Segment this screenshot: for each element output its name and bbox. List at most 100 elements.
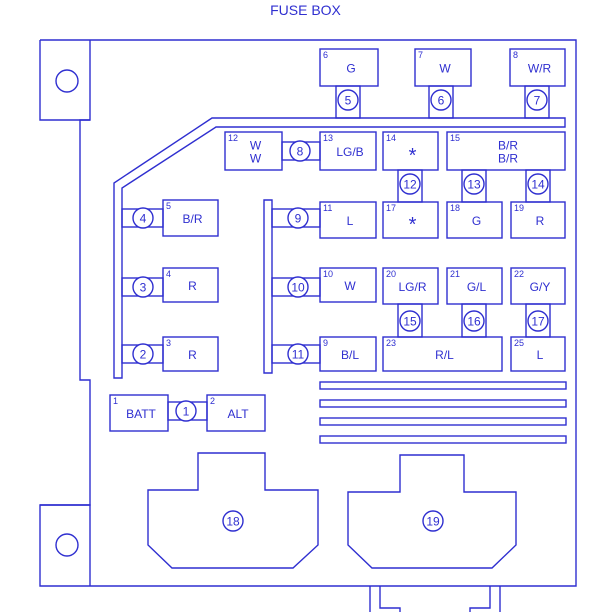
fuse-holder <box>335 85 361 119</box>
connector-label: ALT <box>227 407 249 421</box>
fuse-circle <box>463 173 485 195</box>
connector-number: 19 <box>514 203 524 213</box>
connector-number: 9 <box>323 338 328 348</box>
relay-block-19 <box>347 454 517 569</box>
connector-15: 15B/RB/R <box>446 131 566 171</box>
fuse-10: 10 <box>271 276 321 298</box>
connector-6: 6G <box>319 48 379 87</box>
fuse-17: 17 <box>525 303 551 338</box>
fuse-5: 5 <box>335 85 361 119</box>
bottom-connector-lugs <box>369 586 501 612</box>
connector-number: 3 <box>166 338 171 348</box>
connector-label: B/R <box>498 152 518 166</box>
fuse-11: 11 <box>271 343 321 365</box>
fuse-holder <box>461 303 487 338</box>
connector-label: * <box>409 145 417 167</box>
fuse-circle <box>287 207 309 229</box>
fuse-circle <box>287 276 309 298</box>
fuse-15: 15 <box>397 303 423 338</box>
fuse-1: 1 <box>167 400 208 422</box>
connector-5: 5B/R <box>162 199 219 237</box>
connector-label: L <box>347 214 354 228</box>
fuse-number: 12 <box>403 178 417 192</box>
connector-10: 10W <box>319 267 377 303</box>
fuse-number: 4 <box>140 212 147 226</box>
fuse-circle <box>399 173 421 195</box>
fuse-holder <box>524 85 550 119</box>
connector-25: 25L <box>510 336 566 372</box>
fuse-holder <box>461 169 487 203</box>
fuse-circle <box>337 89 359 111</box>
mount-tab-top <box>39 40 90 121</box>
fuse-holder <box>428 85 454 119</box>
fuse-number: 15 <box>403 315 417 329</box>
fuse-16: 16 <box>461 303 487 338</box>
connector-number: 10 <box>323 269 333 279</box>
connector-label: R <box>536 214 545 228</box>
fuse-number: 6 <box>438 94 445 108</box>
connector-label: L <box>537 348 544 362</box>
connector-label: W <box>250 139 262 153</box>
fuse-circle <box>287 343 309 365</box>
bus-strip <box>319 381 567 390</box>
fuse-18: 18 <box>222 510 244 532</box>
fuse-circle <box>175 400 197 422</box>
fuse-circle <box>132 207 154 229</box>
fuse-number: 11 <box>292 348 305 362</box>
mount-tab-bottom <box>40 504 91 586</box>
fuse-number: 10 <box>291 281 305 295</box>
fuse-number: 9 <box>295 212 302 226</box>
connector-17: 17* <box>382 201 439 239</box>
connector-9: 9B/L <box>319 336 377 372</box>
fuse-number: 5 <box>345 94 352 108</box>
connector-21: 21G/L <box>446 267 503 305</box>
fuse-number: 7 <box>534 94 541 108</box>
fuse-2: 2 <box>121 343 164 365</box>
connector-label: B/R <box>498 139 518 153</box>
fuse-circle <box>289 140 311 162</box>
connector-label: LG/R <box>398 280 426 294</box>
fuse-number: 16 <box>467 315 481 329</box>
fuse-holder <box>397 169 423 203</box>
connector-label: R <box>188 348 197 362</box>
connector-box <box>382 336 503 372</box>
connector-label: G/Y <box>530 280 551 294</box>
bus-strip <box>319 417 567 426</box>
fuse-9: 9 <box>271 207 321 229</box>
connector-label: B/R <box>182 212 202 226</box>
fuse-number: 14 <box>531 178 545 192</box>
connector-number: 13 <box>323 133 333 143</box>
connector-label: G <box>472 214 481 228</box>
connector-8: 8W/R <box>509 48 566 87</box>
connector-22: 22G/Y <box>510 267 566 305</box>
fuse-number: 13 <box>467 178 481 192</box>
bus-strip <box>319 399 567 408</box>
fuse-circle <box>132 343 154 365</box>
fuse-circle <box>222 510 244 532</box>
connector-4: 4R <box>162 267 219 303</box>
connector-number: 5 <box>166 201 171 211</box>
connector-number: 25 <box>514 338 524 348</box>
fuse-4: 4 <box>121 207 164 229</box>
connector-group: 1BATT2ALT3R4R5B/R6G7W8W/R9B/L10W11L12WW1… <box>109 48 566 432</box>
connector-label: R <box>188 279 197 293</box>
connector-number: 6 <box>323 50 328 60</box>
connector-number: 21 <box>450 269 460 279</box>
connector-label: * <box>409 214 417 236</box>
connector-18: 18G <box>446 201 503 239</box>
connector-number: 22 <box>514 269 524 279</box>
bus-bar-main <box>113 117 566 379</box>
fuse-8: 8 <box>281 140 321 162</box>
connector-19: 19R <box>510 201 566 239</box>
connector-number: 4 <box>166 269 171 279</box>
fuse-box-housing <box>39 39 577 612</box>
fuse-number: 2 <box>140 348 147 362</box>
connector-number: 8 <box>513 50 518 60</box>
connector-3: 3R <box>162 336 219 372</box>
fuse-14: 14 <box>525 169 551 203</box>
connector-number: 1 <box>113 396 118 406</box>
fuse-circle <box>527 173 549 195</box>
fuse-6: 6 <box>428 85 454 119</box>
